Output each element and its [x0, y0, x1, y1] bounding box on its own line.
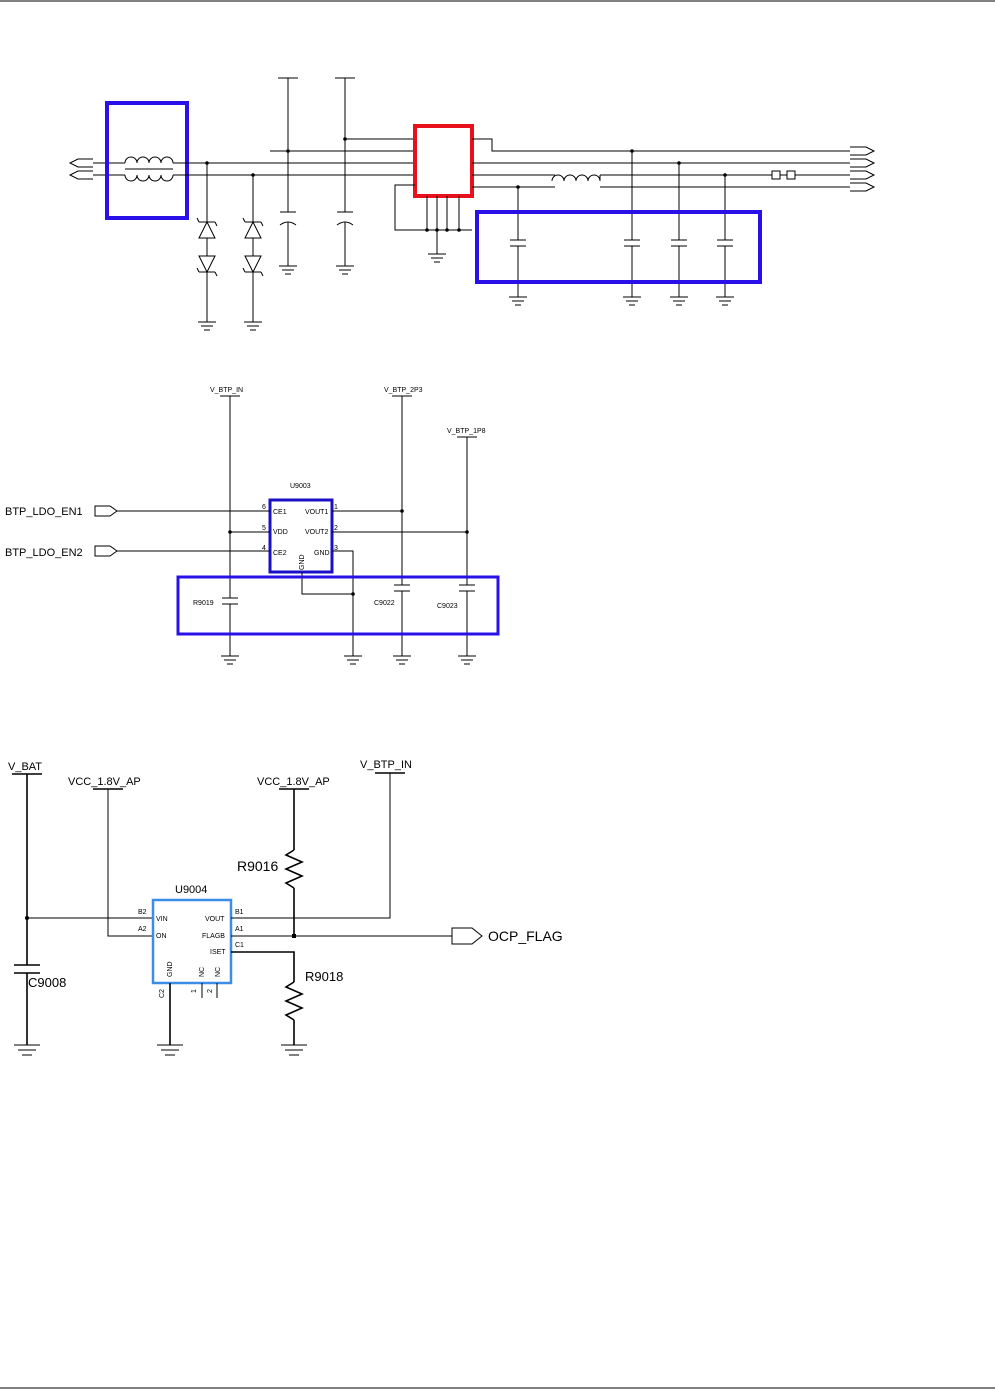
- pin-vin: VIN: [156, 916, 168, 923]
- net-vcc-right-label: VCC_1.8V_AP: [257, 776, 330, 788]
- ldo-section: V_BTP_IN V_BTP_2P3 V_BTP_1P8 U9003 CE1 V…: [5, 387, 500, 665]
- ocp-section: V_BAT C9008 VCC_1.8V_AP U9004 VIN ON VOU…: [8, 759, 563, 1056]
- pin-num-6: 6: [262, 504, 266, 511]
- pin-on: ON: [156, 933, 167, 940]
- ocp-flag-label: OCP_FLAG: [488, 928, 563, 944]
- pin-num-b2: B2: [138, 909, 147, 916]
- en2-label: BTP_LDO_EN2: [5, 547, 83, 559]
- pin-num-a2: A2: [138, 926, 147, 933]
- pin-gnd-bottom: GND: [299, 554, 306, 570]
- decoupling-cap-2: [335, 77, 355, 275]
- right-connector-4: [850, 182, 876, 192]
- common-mode-choke: [124, 156, 174, 182]
- ferrite-bead: [771, 170, 781, 180]
- ocp-flag-output: [451, 927, 483, 945]
- pin-vout: VOUT: [205, 916, 225, 923]
- output-cap-3: [670, 161, 688, 306]
- right-connector-2: [850, 158, 876, 168]
- pin-nc2: NC: [215, 967, 222, 977]
- pin-num-b1: B1: [235, 909, 244, 916]
- output-cap-1: [509, 232, 527, 306]
- net-v-bat-label: V_BAT: [8, 761, 42, 773]
- output-inductor: [551, 174, 601, 182]
- r9016-label: R9016: [237, 858, 278, 874]
- pin-flagb: FLAGB: [202, 933, 225, 940]
- pin-ce1: CE1: [273, 509, 287, 516]
- ocp-chip-u9004: [151, 898, 233, 985]
- pin-num-c1: C1: [235, 942, 244, 949]
- en2-flag: [94, 545, 118, 557]
- pin-num-4: 4: [262, 545, 266, 552]
- pin-num-a1: A1: [235, 926, 244, 933]
- tvs-diode-2: [242, 173, 264, 331]
- c9008-label: C9008: [28, 975, 66, 990]
- pin-ce2: CE2: [273, 550, 287, 557]
- pin-gnd-right: GND: [314, 550, 330, 557]
- filter-section: [68, 77, 876, 331]
- pin-num-1: 1: [191, 989, 198, 993]
- r9016-resistor: [284, 849, 304, 889]
- pin-num-3: 3: [334, 545, 338, 552]
- left-connector-1: [68, 158, 93, 168]
- right-connector-3: [850, 170, 876, 180]
- pin-num-2: 2: [334, 525, 338, 532]
- pin-num-1: 1: [334, 504, 338, 511]
- u9004-ref: U9004: [175, 884, 207, 896]
- pin-vout1: VOUT1: [305, 509, 328, 516]
- u9003-ref: U9003: [290, 483, 311, 490]
- c9023-label: C9023: [437, 603, 458, 610]
- pin-num-2: 2: [207, 989, 214, 993]
- en1-label: BTP_LDO_EN1: [5, 506, 83, 518]
- net-v-btp-in-label: V_BTP_IN: [210, 387, 243, 394]
- r9018-resistor: [284, 981, 304, 1021]
- pin-iset: ISET: [210, 949, 226, 956]
- r9019-label: R9019: [193, 600, 214, 607]
- pin-vout2: VOUT2: [305, 529, 328, 536]
- tvs-diode-1: [196, 161, 218, 331]
- pin-nc1: NC: [199, 967, 206, 977]
- ldo-chip-u9003: [268, 498, 334, 574]
- ldo-caps-highlight-box: [176, 575, 500, 636]
- net-v-btp-1p8-label: V_BTP_1P8: [447, 428, 486, 435]
- output-caps-highlight-box: [475, 210, 762, 284]
- left-connector-2: [68, 170, 93, 180]
- pin-vdd: VDD: [273, 529, 288, 536]
- output-cap-2: [623, 149, 641, 306]
- net-vcc-left-label: VCC_1.8V_AP: [68, 776, 141, 788]
- pin-gnd: GND: [167, 961, 174, 977]
- pin-num-c2: C2: [159, 989, 166, 998]
- net-v-btp-in-ocp-label: V_BTP_IN: [360, 759, 412, 771]
- r9018-label: R9018: [305, 969, 343, 984]
- decoupling-cap-1: [278, 77, 298, 275]
- switch-ic-highlight: [413, 124, 474, 198]
- choke-highlight-box: [105, 101, 189, 220]
- output-cap-4: [716, 173, 734, 306]
- c9022-label: C9022: [374, 600, 395, 607]
- en1-flag: [94, 505, 118, 517]
- right-connector-1: [850, 146, 876, 156]
- pin-num-5: 5: [262, 525, 266, 532]
- net-v-btp-2p3-label: V_BTP_2P3: [384, 387, 423, 394]
